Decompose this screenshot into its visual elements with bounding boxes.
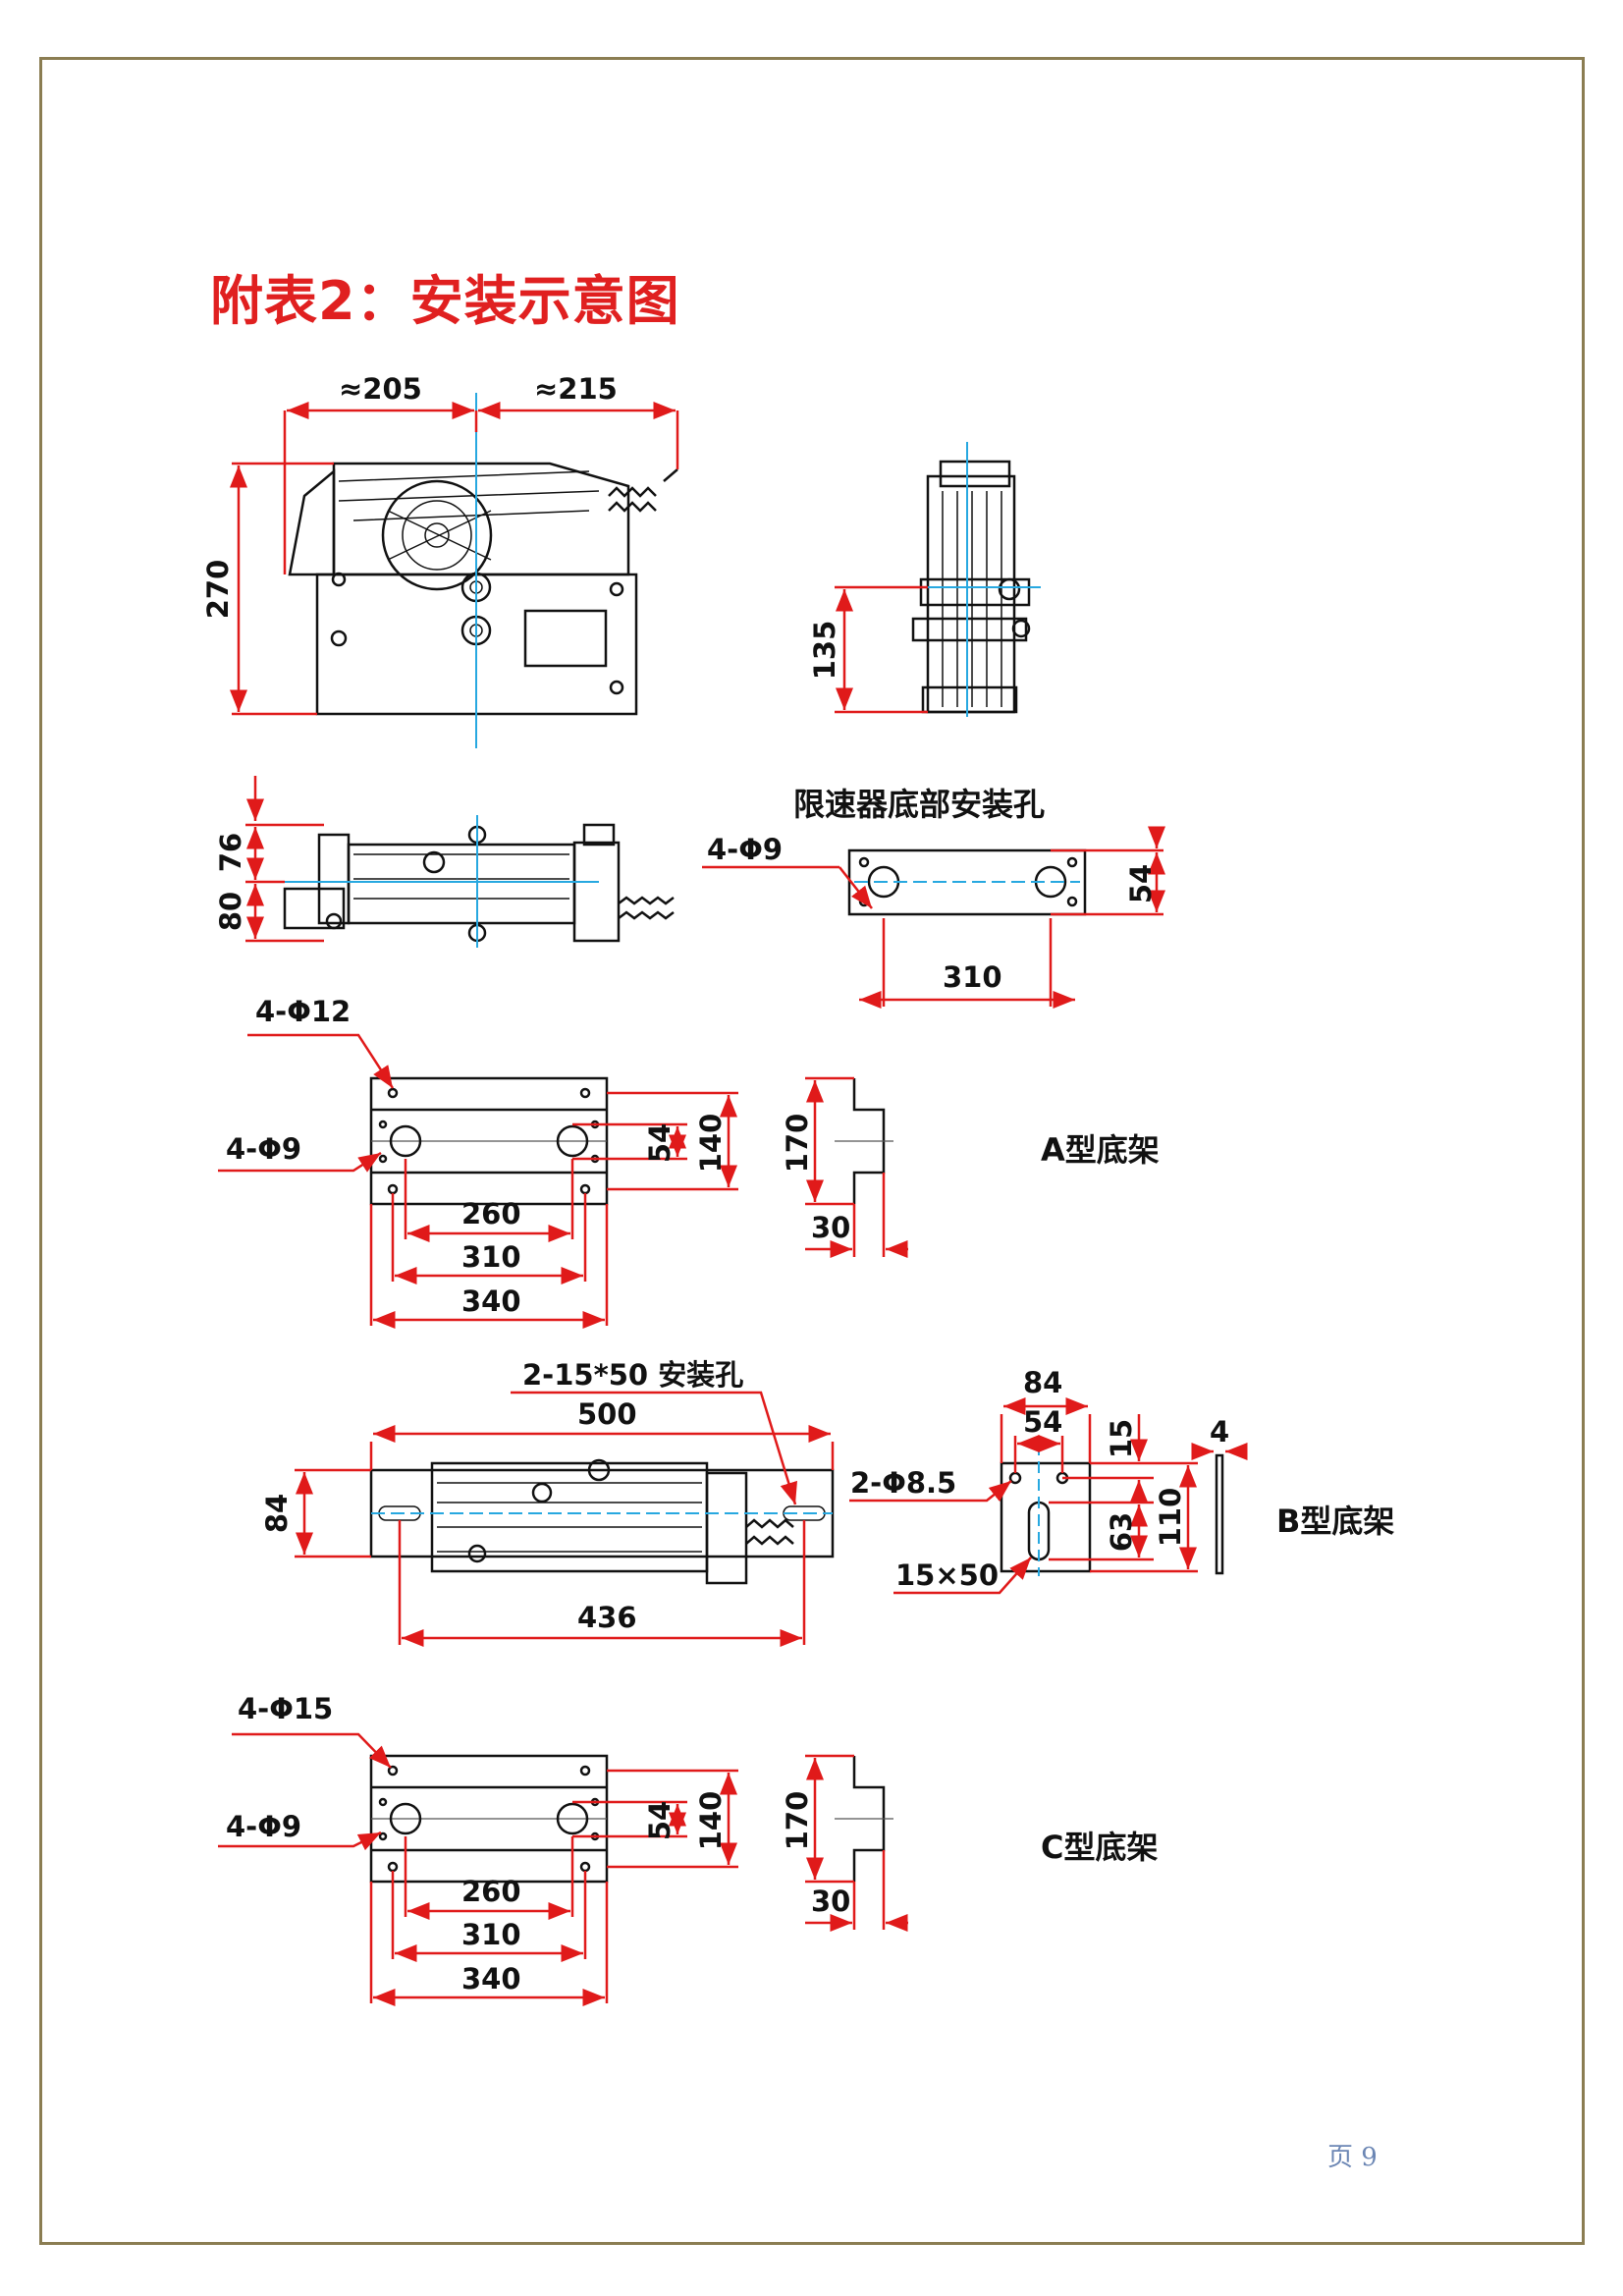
frame-a-view [218,1033,908,1329]
dim-54-c: 54 [643,1801,676,1840]
label-frame-c: C型底架 [1041,1829,1159,1866]
dim-4phi9-c: 4-Φ9 [226,1810,301,1843]
dim-4: 4 [1210,1415,1229,1449]
dim-15: 15 [1105,1419,1138,1458]
dim-140-c: 140 [694,1791,728,1851]
dim-170-a: 170 [781,1114,814,1174]
dim-4phi9-base: 4-Φ9 [707,833,783,866]
dim-135: 135 [808,621,841,681]
page-number: 页 9 [1327,2143,1378,2172]
governor-top-view [245,776,675,948]
dim-310-base: 310 [943,960,1002,994]
governor-side-view [835,442,1041,717]
dim-140-a: 140 [694,1114,728,1174]
dim-500: 500 [577,1397,637,1431]
dim-15x50: 15×50 [895,1558,999,1592]
label-mount-slots: 2-15*50 安装孔 [522,1358,743,1392]
dim-4phi12: 4-Φ12 [255,995,351,1028]
frame-c-view [218,1732,908,2006]
dim-84-plate: 84 [1023,1366,1062,1399]
dim-54-plate: 54 [1023,1405,1062,1439]
dim-340-c: 340 [461,1962,521,1995]
dim-76: 76 [214,833,247,872]
dim-215: ≈215 [534,372,618,406]
dim-260-a: 260 [461,1197,521,1230]
dim-260-c: 260 [461,1875,521,1908]
dim-310-c: 310 [461,1918,521,1951]
dim-340-a: 340 [461,1285,521,1318]
governor-base-holes-view [702,826,1165,1009]
label-frame-a: A型底架 [1041,1131,1160,1169]
dim-54-base: 54 [1124,864,1158,903]
dim-54-a: 54 [643,1123,676,1163]
dim-84-b: 84 [260,1494,294,1533]
page-title: 附表2：安装示意图 [210,270,680,332]
dim-270: 270 [201,560,235,620]
dim-63: 63 [1105,1512,1138,1552]
label-frame-b: B型底架 [1276,1503,1394,1540]
dim-2phi85: 2-Φ8.5 [850,1466,956,1500]
dim-170-c: 170 [781,1791,814,1851]
dim-205: ≈205 [339,372,422,406]
dim-4phi15: 4-Φ15 [238,1692,333,1725]
dim-4phi9-a: 4-Φ9 [226,1132,301,1166]
dim-310-a: 310 [461,1240,521,1274]
dim-80: 80 [214,892,247,931]
frame-b-view [295,1391,1248,1647]
dim-110: 110 [1154,1488,1187,1548]
page-frame [39,57,1585,2245]
label-governor-base-holes: 限速器底部安装孔 [793,786,1045,823]
dim-30-c: 30 [811,1885,850,1918]
dim-436: 436 [577,1601,637,1634]
governor-front-view [230,393,679,748]
dim-30-a: 30 [811,1211,850,1244]
